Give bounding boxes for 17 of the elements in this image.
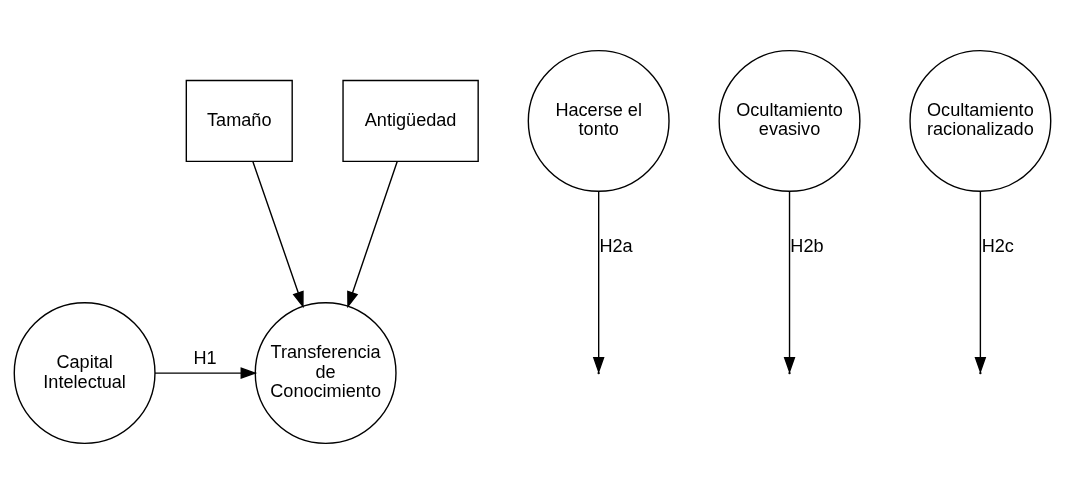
edge-label: H1 (193, 347, 217, 368)
arrow (783, 190, 796, 374)
arrow (974, 190, 987, 374)
edge-label: H2b (790, 235, 824, 256)
edge-label: H2c (981, 235, 1014, 256)
arrow (592, 190, 605, 374)
arrow (154, 366, 258, 379)
node-circle: Ocultamiento racionalizado (909, 49, 1052, 192)
edge-label: H2a (599, 235, 633, 256)
node-circle: Ocultamiento evasivo (718, 49, 861, 192)
arrow (347, 160, 398, 308)
node-box: Antigüedad (342, 79, 479, 162)
node-circle: Capital Intelectual (13, 301, 156, 444)
node-box: Tamaño (185, 79, 293, 162)
node-circle: Hacerse el tonto (527, 49, 670, 192)
arrow (252, 160, 304, 308)
node-circle: Transferencia de Conocimiento (254, 301, 397, 444)
